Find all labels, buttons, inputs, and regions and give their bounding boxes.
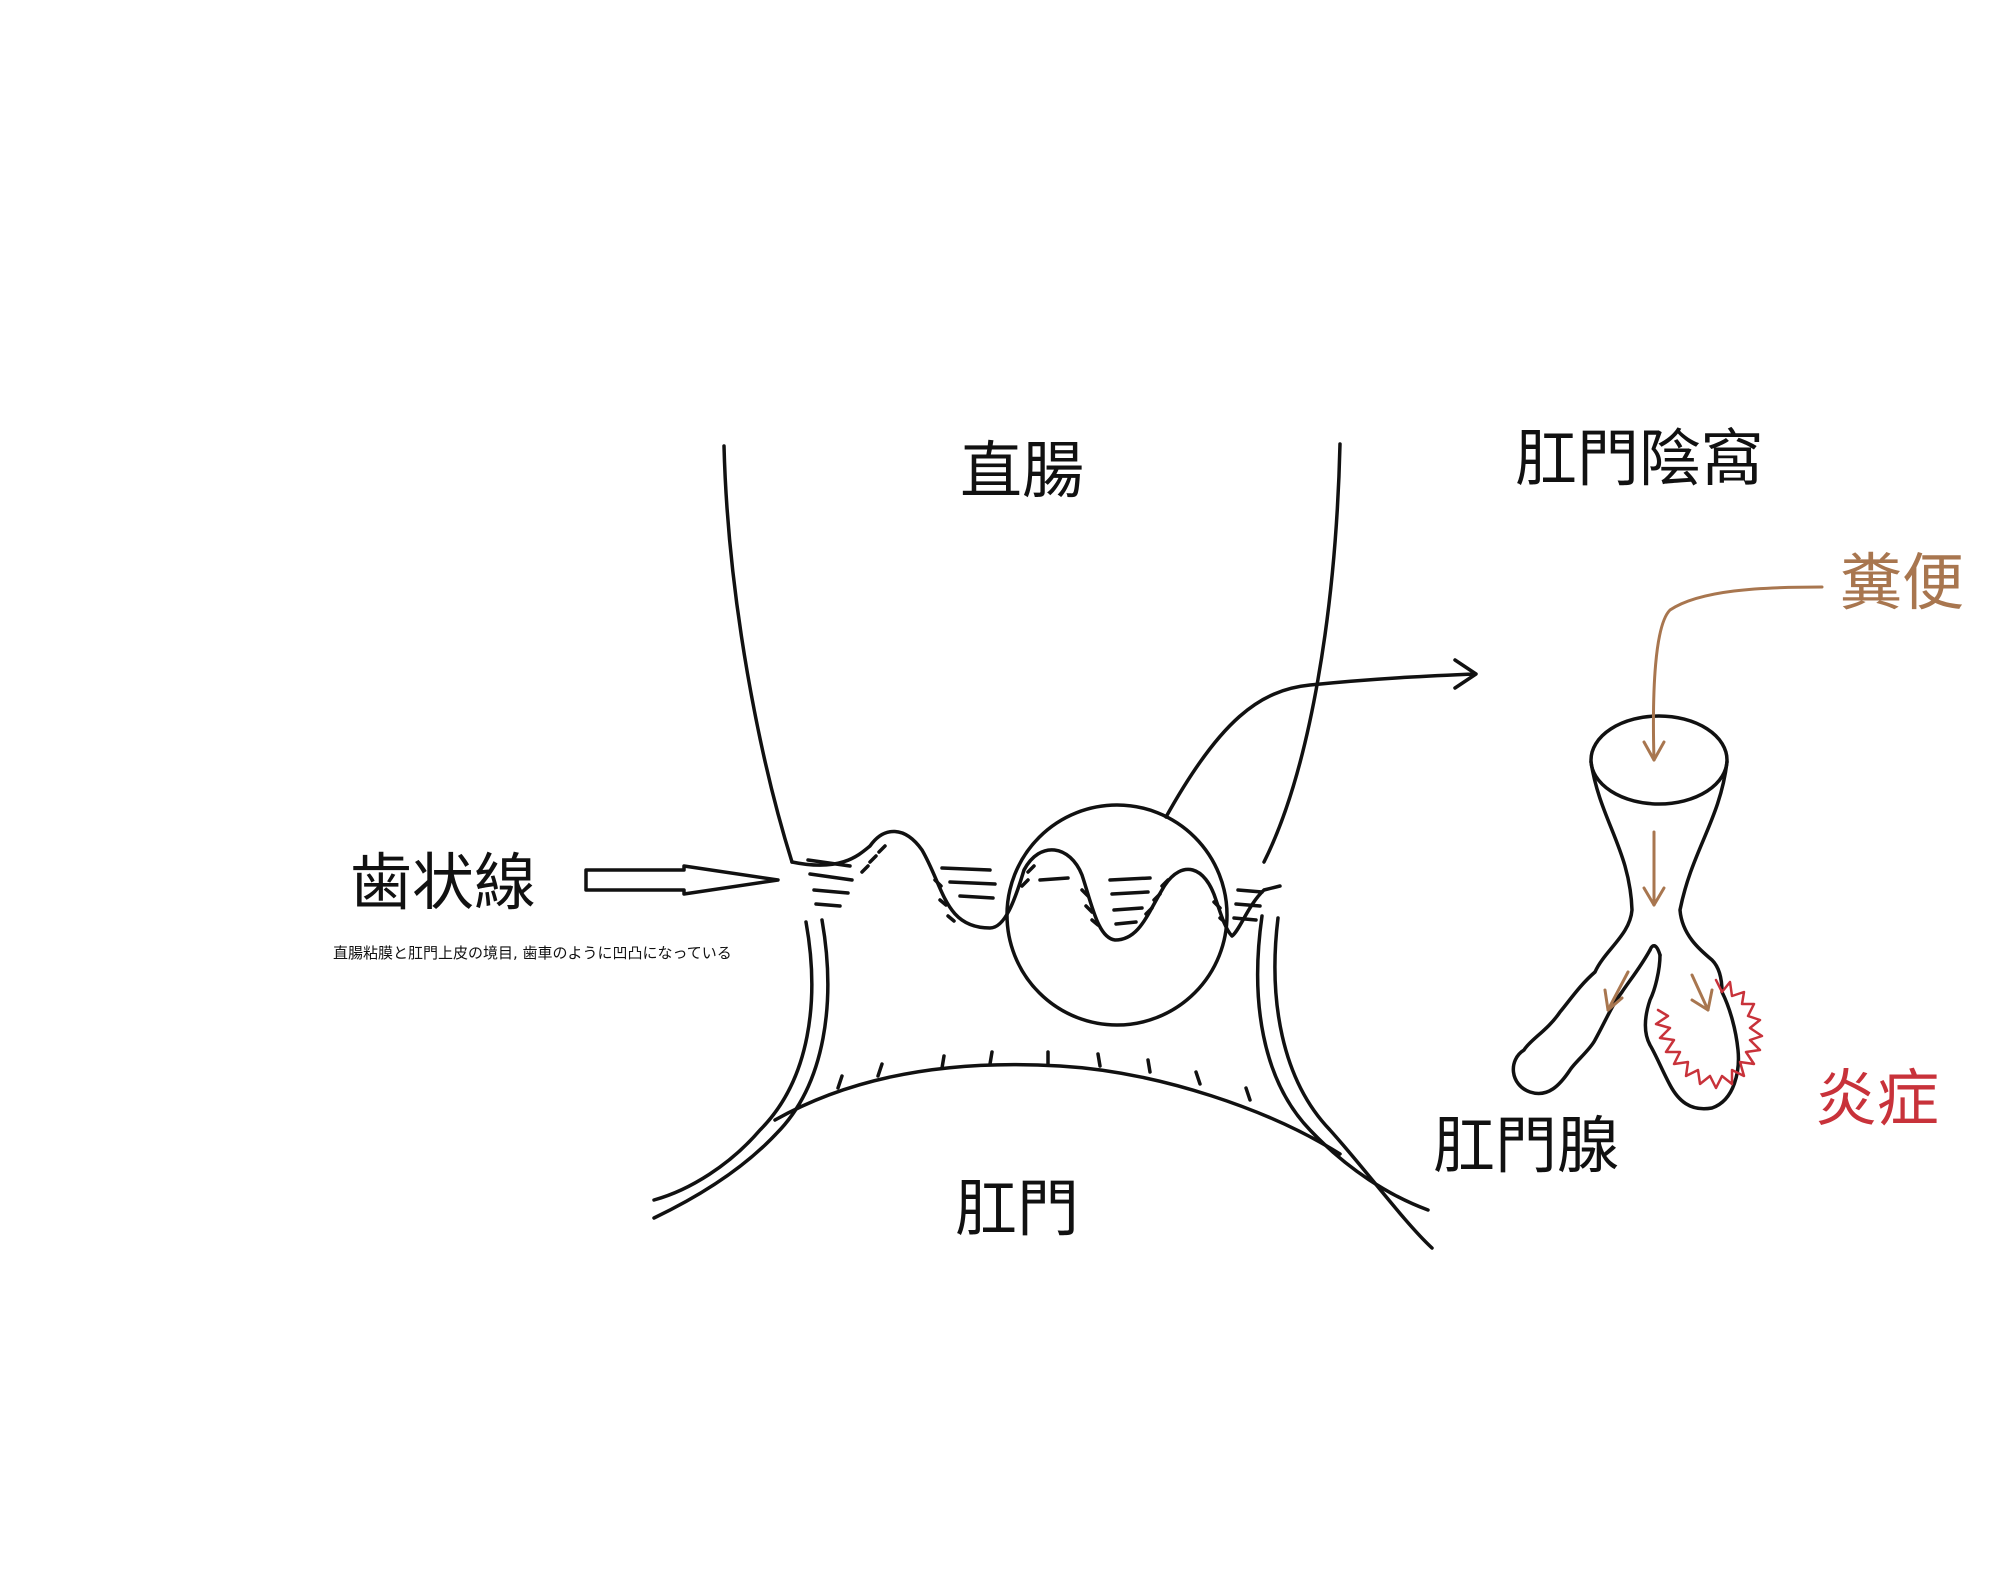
stool-arrow-curve-head [1642,740,1666,762]
stool-arrow-left-head [1603,988,1624,1012]
anal-gland-label: 肛門腺 [1433,1109,1620,1182]
dentate-ticks [860,844,1228,927]
crypt-opening [1589,714,1729,806]
inflammation-label: 炎症 [1815,1062,1940,1135]
anal-canal-left-outer [652,920,814,1202]
stool-arrow-left [1606,970,1630,1012]
dentate-hatch [1232,888,1264,922]
rectum-right-wall [1262,442,1342,864]
stool-arrow-down-head [1642,886,1666,907]
pointer-arrow [1164,672,1477,819]
stool-label: 糞便 [1840,546,1965,619]
crypt-body-left [1511,760,1652,1096]
dentate-hatch [940,866,997,900]
anus-hairs [836,1050,1252,1102]
inflammation-outline [1654,978,1764,1090]
dentate-hatch [1038,876,1070,882]
anal-crypt-label: 肛門陰窩 [1515,422,1764,495]
anus-arch [773,1062,1342,1156]
anal-canal-right-inner [1273,916,1434,1250]
anus-label: 肛門 [955,1172,1080,1245]
rectum-left-wall [722,444,794,864]
stool-arrow-right [1690,973,1710,1012]
stool-arrow-right-head [1690,988,1714,1012]
dentate-line-description: 直腸粘膜と肛門上皮の境目, 歯車のように凹凸になっている [333,944,732,962]
pointer-arrow-head [1453,658,1478,690]
rectum-label: 直腸 [960,434,1085,507]
dentate-hatch [1108,876,1152,926]
anal-canal-right-outer [1255,914,1430,1212]
crypt-body-center [1648,944,1662,957]
magnifier-circle [1005,803,1229,1027]
crypt-body-right [1643,760,1741,1111]
stool-arrow-curve [1651,585,1824,762]
anal-canal-left-inner [652,918,830,1220]
dentate-hatch [806,858,854,908]
dentate-line-label: 歯状線 [350,846,537,919]
dentate-arrow [584,864,780,896]
dentate-line [790,829,1282,942]
